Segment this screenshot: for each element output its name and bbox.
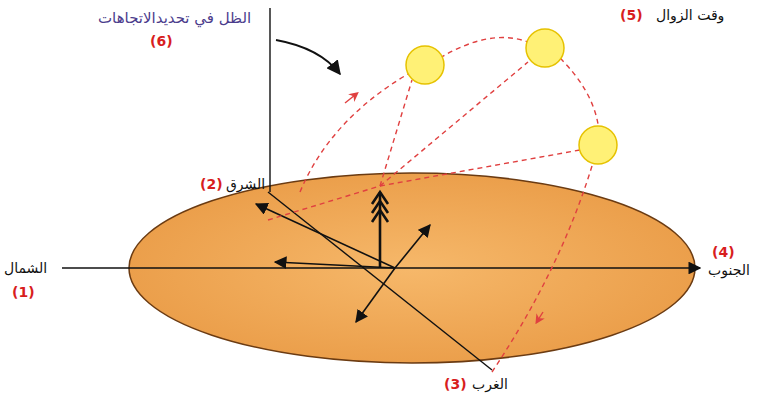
east-west-line bbox=[268, 192, 492, 370]
sun-circle bbox=[406, 29, 617, 164]
callout-number: (5) bbox=[620, 7, 643, 24]
noon-shadow bbox=[372, 192, 388, 268]
direction-label: الشرق bbox=[226, 176, 265, 193]
callout-number: (1) bbox=[12, 284, 35, 301]
diagram-title: الظل في تحديدالاتجاهات bbox=[98, 9, 251, 27]
sun-path bbox=[268, 38, 598, 372]
callout-number: (4) bbox=[712, 244, 735, 261]
callout-number: (6) bbox=[150, 33, 173, 50]
vertical-line bbox=[269, 8, 270, 192]
sun-position-label: وقت الزوال bbox=[656, 7, 724, 24]
sun-direction-arrows bbox=[345, 95, 543, 320]
pointer-arrow bbox=[276, 40, 340, 74]
callout-number: (3) bbox=[444, 376, 467, 393]
direction-label: الشمال bbox=[4, 260, 47, 277]
callout-number: (2) bbox=[200, 176, 223, 193]
direction-label: الغرب bbox=[472, 376, 508, 393]
direction-label: الجنوب bbox=[708, 262, 750, 279]
shadow-arrows bbox=[256, 204, 430, 322]
